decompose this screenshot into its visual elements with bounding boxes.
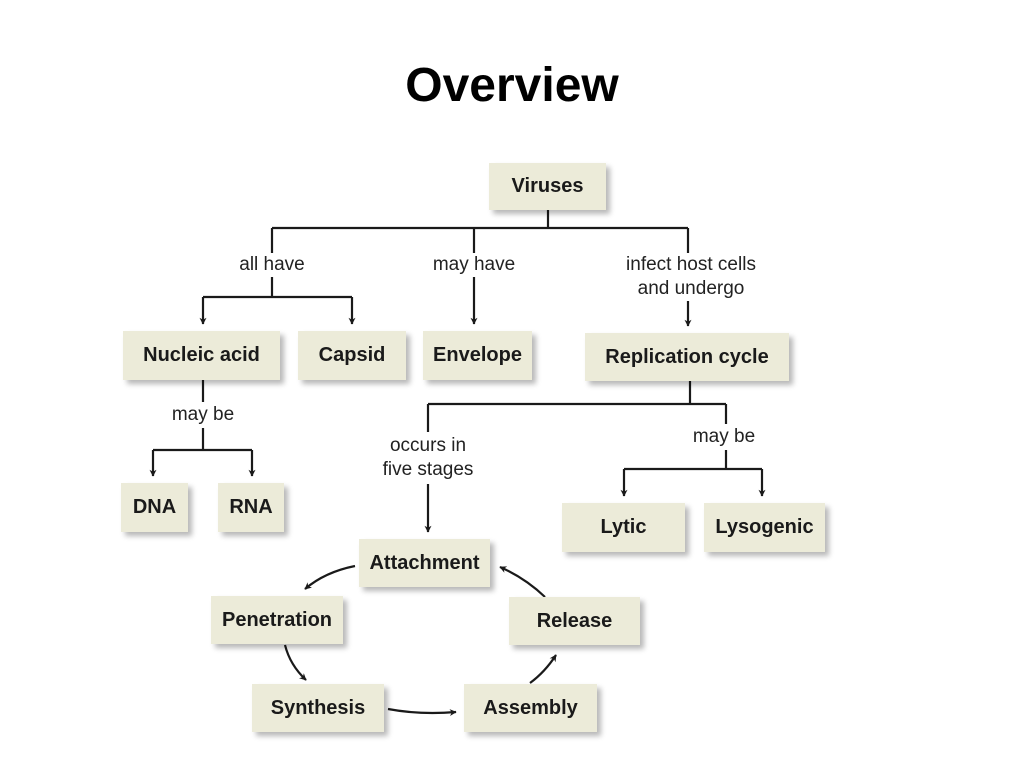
link-label-occurs-line2: five stages (379, 458, 477, 482)
node-lytic: Lytic (562, 503, 685, 552)
link-label-infect-line2: and undergo (634, 277, 748, 301)
node-rna: RNA (218, 483, 284, 532)
link-label-infect-line1: infect host cells (623, 253, 759, 277)
slide-title: Overview (405, 59, 619, 112)
node-envelope: Envelope (423, 331, 532, 380)
arrow-assembly-to-release (529, 654, 557, 684)
arrow-synthesis-to-assembly (387, 707, 457, 717)
node-capsid: Capsid (298, 331, 406, 380)
node-synthesis: Synthesis (252, 684, 384, 732)
node-attachment: Attachment (359, 539, 490, 587)
node-nucleic-acid: Nucleic acid (123, 331, 280, 380)
link-label-occurs-line1: occurs in (386, 434, 470, 458)
node-replication-cycle: Replication cycle (585, 333, 789, 381)
node-viruses: Viruses (489, 163, 606, 210)
arrow-attachment-to-penetration (304, 564, 356, 590)
node-assembly: Assembly (464, 684, 597, 732)
node-lysogenic: Lysogenic (704, 503, 825, 552)
node-dna: DNA (121, 483, 188, 532)
link-label-nucleic-may-be: may be (168, 403, 238, 427)
link-label-replication-may-be: may be (689, 425, 759, 449)
link-label-all-have: all have (236, 253, 308, 277)
link-label-may-have: may have (429, 253, 519, 277)
arrow-release-to-attachment (499, 565, 546, 598)
node-penetration: Penetration (211, 596, 343, 644)
arrow-penetration-to-synthesis (283, 644, 307, 681)
node-release: Release (509, 597, 640, 645)
